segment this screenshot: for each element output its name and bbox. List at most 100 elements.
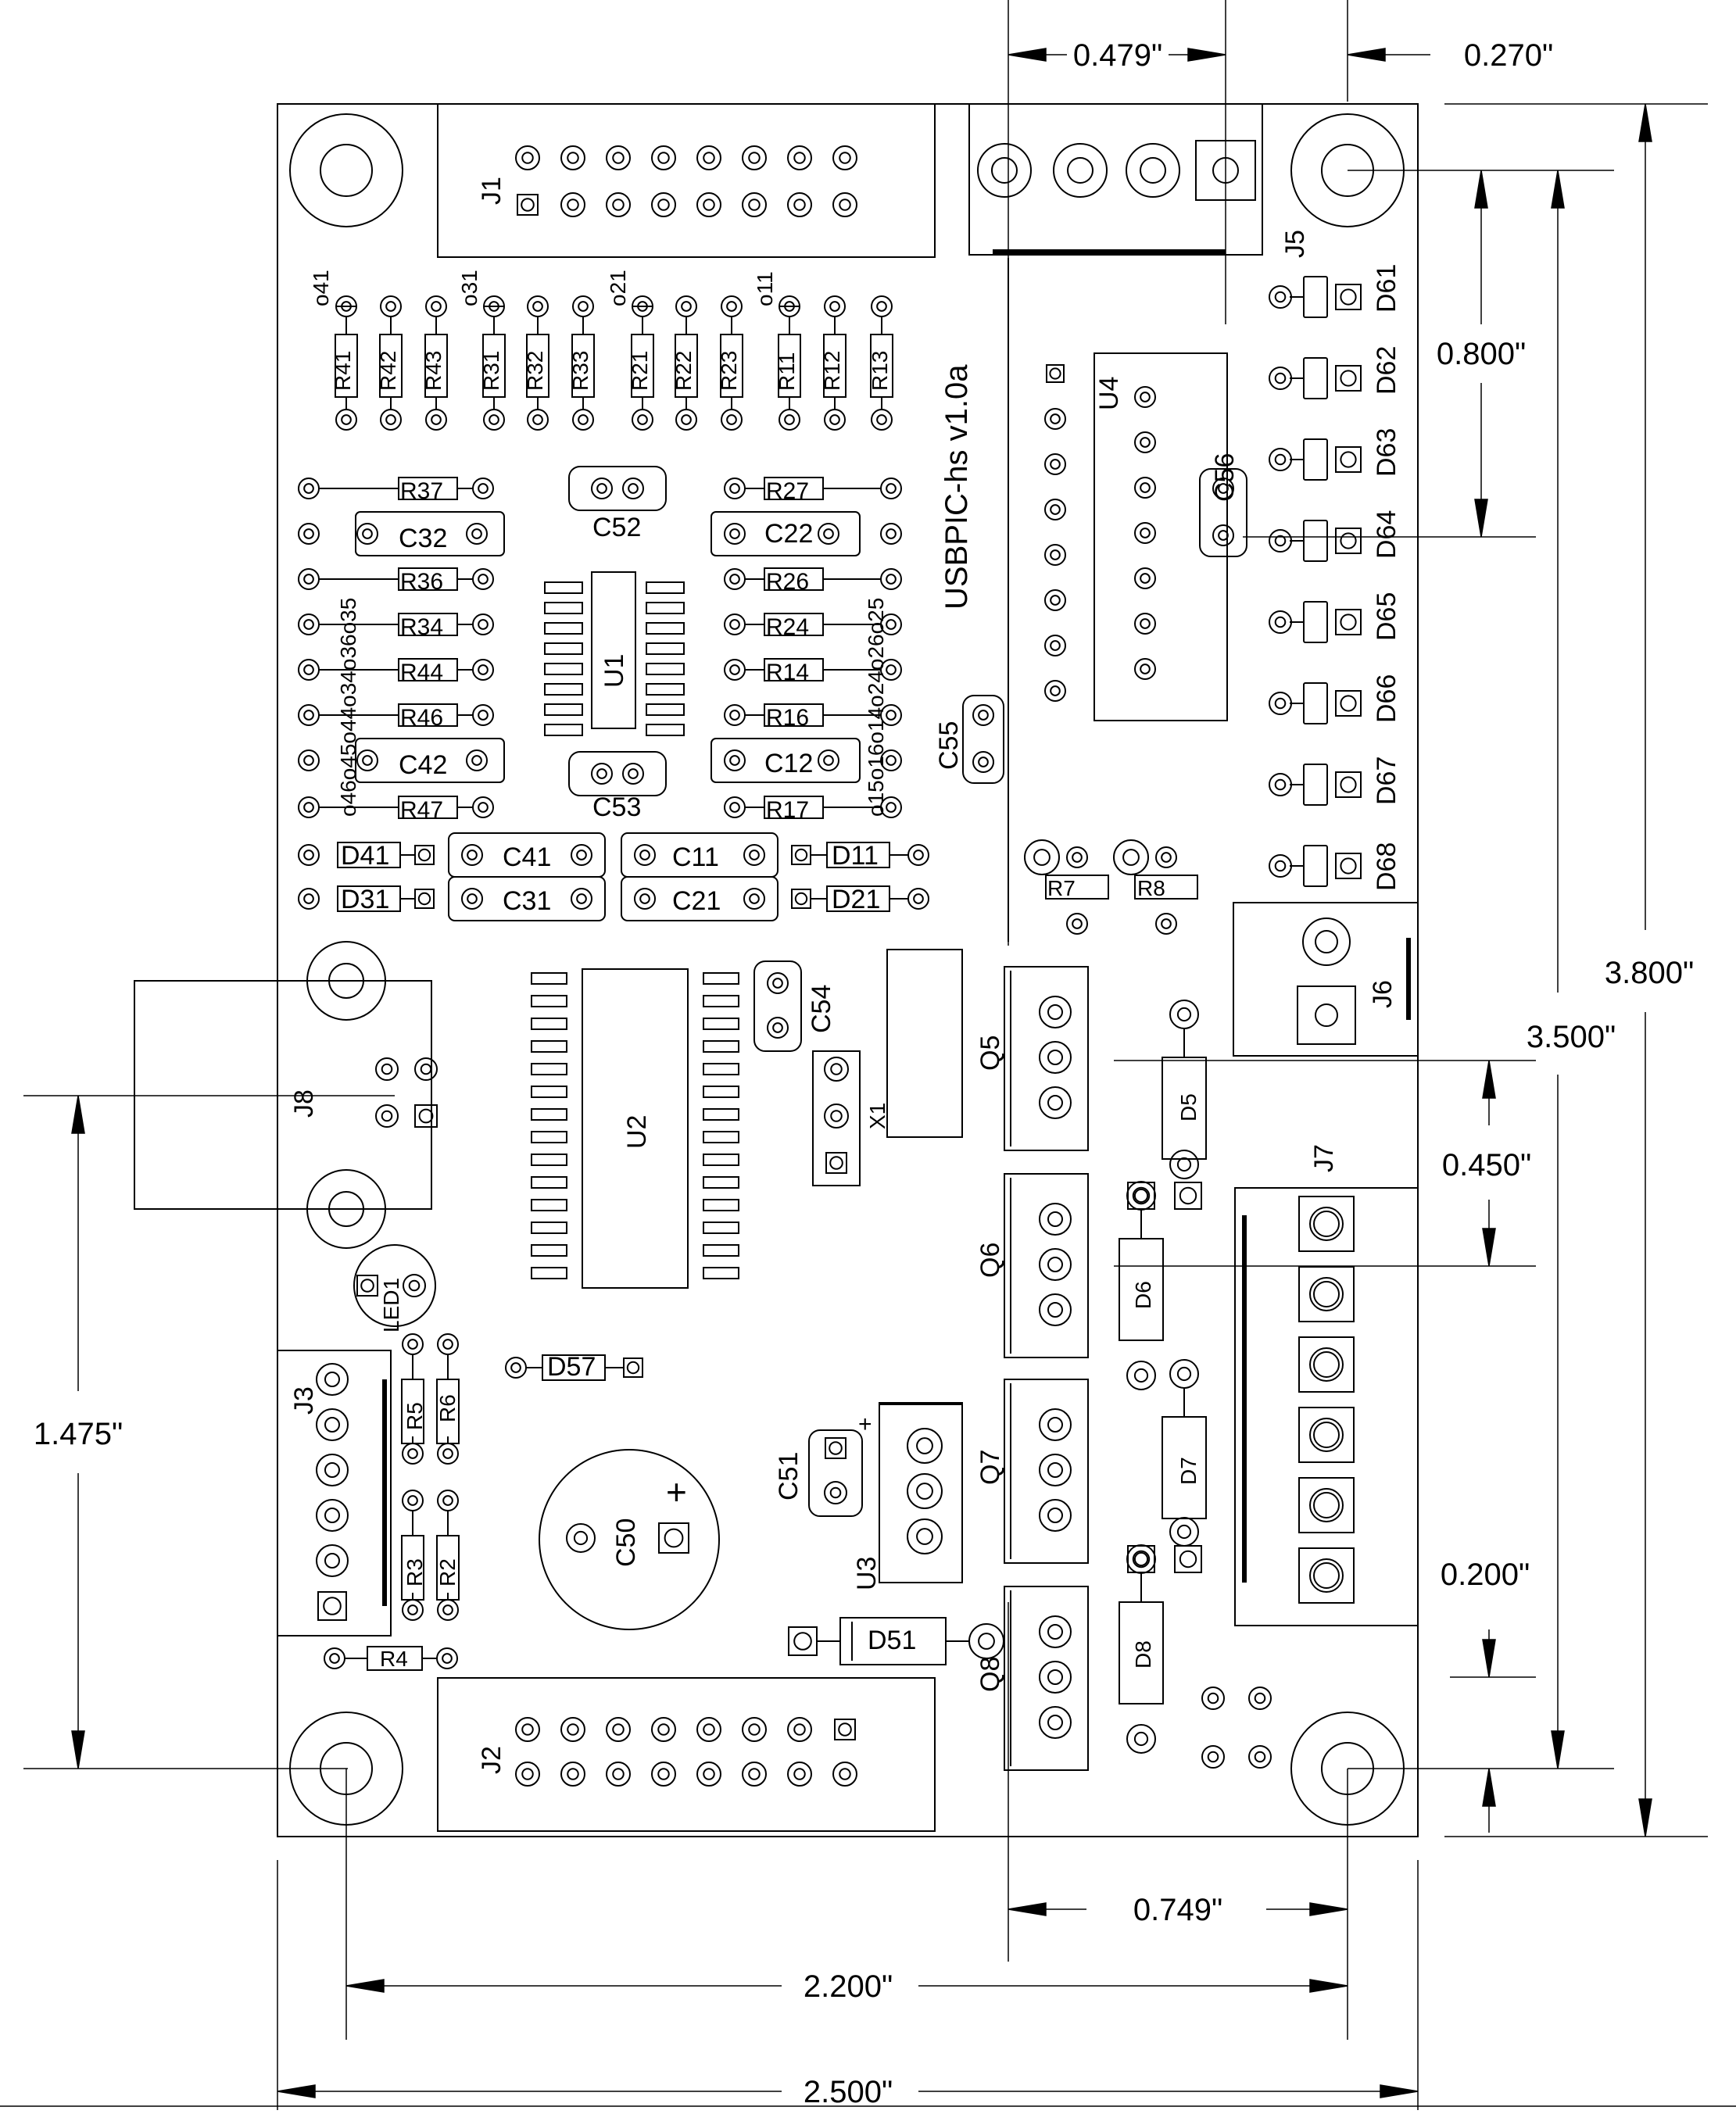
pad [880, 523, 902, 545]
pad-hole [324, 1553, 340, 1569]
pad [402, 1490, 424, 1511]
pad-hole [1122, 849, 1140, 866]
pad-hole [442, 1448, 453, 1459]
pad [968, 1623, 1004, 1659]
pad-hole [916, 1437, 933, 1454]
pad-hole [916, 1528, 933, 1545]
pad [1024, 839, 1060, 875]
pad [651, 1717, 676, 1742]
pad [787, 192, 812, 217]
dim-3500: 3.500" [1527, 1020, 1616, 1054]
pad-hole [1047, 1302, 1063, 1318]
pad-ring [1313, 1211, 1340, 1237]
label-x1: X1 [865, 1103, 889, 1129]
label-r21: R21 [628, 351, 652, 391]
ic-pin [703, 995, 739, 1007]
pad [832, 192, 857, 217]
ic-pin [544, 642, 583, 655]
pad-hole [1309, 1207, 1344, 1241]
pad-hole [628, 768, 639, 779]
pad-hole [681, 414, 692, 425]
pad [696, 192, 721, 217]
pad-hole [1140, 573, 1151, 584]
pad-hole [431, 301, 442, 312]
pad-hole [1176, 1366, 1192, 1382]
pad-hole [681, 301, 692, 312]
ic-pin [703, 1131, 739, 1143]
pad-hole [362, 528, 373, 539]
ic-pin [531, 1086, 567, 1098]
ic-pin [531, 1176, 567, 1189]
label-j1: J1 [477, 177, 506, 205]
label-d64: D64 [1372, 510, 1401, 559]
pad [696, 1762, 721, 1787]
pad-hole [1140, 437, 1151, 448]
pad-hole [1309, 1558, 1344, 1593]
pad-hole [729, 528, 740, 539]
square-pad [1335, 284, 1362, 310]
pad-hole [1140, 618, 1151, 629]
label-d63: D63 [1372, 428, 1401, 477]
pad [316, 1499, 349, 1532]
label-o31: o31 [457, 270, 481, 306]
pad-hole [829, 1441, 843, 1455]
c50-outline [539, 1449, 720, 1630]
square-pad [1335, 690, 1362, 717]
pad-hole [1140, 482, 1151, 493]
pad [606, 192, 631, 217]
ic-pin [544, 703, 583, 716]
pad-hole [1176, 1524, 1192, 1540]
pad [515, 1717, 540, 1742]
square-pad [1335, 446, 1362, 473]
pad-hole [1047, 1004, 1063, 1020]
pad [375, 1057, 399, 1081]
pad-hole [489, 414, 499, 425]
pad [324, 1647, 345, 1669]
capacitor-body [753, 960, 802, 1052]
pad [1201, 1745, 1225, 1769]
square-pad [414, 1104, 438, 1128]
pad-hole [886, 755, 897, 766]
pad [1044, 453, 1066, 475]
pad [1039, 1041, 1072, 1074]
pad-hole [381, 1110, 393, 1122]
label-left-column: o46o45o44o34o36o35 [336, 598, 360, 817]
capacitor-body [621, 876, 779, 921]
pad-hole [303, 850, 314, 860]
label-q5: Q5 [975, 1036, 1005, 1071]
pad-hole [521, 198, 535, 212]
pad [1269, 367, 1292, 390]
pad-hole [329, 1653, 340, 1664]
label-c42: C42 [399, 750, 447, 780]
ic-pin [703, 1244, 739, 1257]
square-pad [825, 1152, 847, 1174]
pad [696, 1717, 721, 1742]
pad-hole [418, 1108, 434, 1124]
square-pad [517, 194, 539, 216]
pad-hole [876, 414, 887, 425]
transistor-body [1004, 966, 1089, 1151]
dim-0450: 0.450" [1442, 1148, 1531, 1182]
ic-pin [544, 602, 583, 614]
label-d67: D67 [1372, 757, 1401, 805]
square-pad [1298, 1266, 1355, 1322]
ic-pin [531, 1199, 567, 1211]
pad [1044, 499, 1066, 520]
pad-hole [839, 1768, 851, 1780]
pad [1044, 680, 1066, 702]
pad-hole [576, 850, 587, 860]
ic-pin [531, 1154, 567, 1166]
pad-hole [886, 619, 897, 630]
pad [1044, 589, 1066, 611]
label-r16: R16 [766, 705, 809, 731]
pad [483, 409, 505, 431]
pad [1039, 1248, 1072, 1281]
pad [632, 409, 653, 431]
pad-hole [1340, 532, 1357, 549]
j1-outline [437, 103, 936, 258]
pad [606, 1717, 631, 1742]
square-pad [1174, 1545, 1202, 1573]
pad-hole [772, 1022, 783, 1033]
pad-hole [793, 1723, 806, 1736]
capacitor-body [568, 751, 667, 796]
